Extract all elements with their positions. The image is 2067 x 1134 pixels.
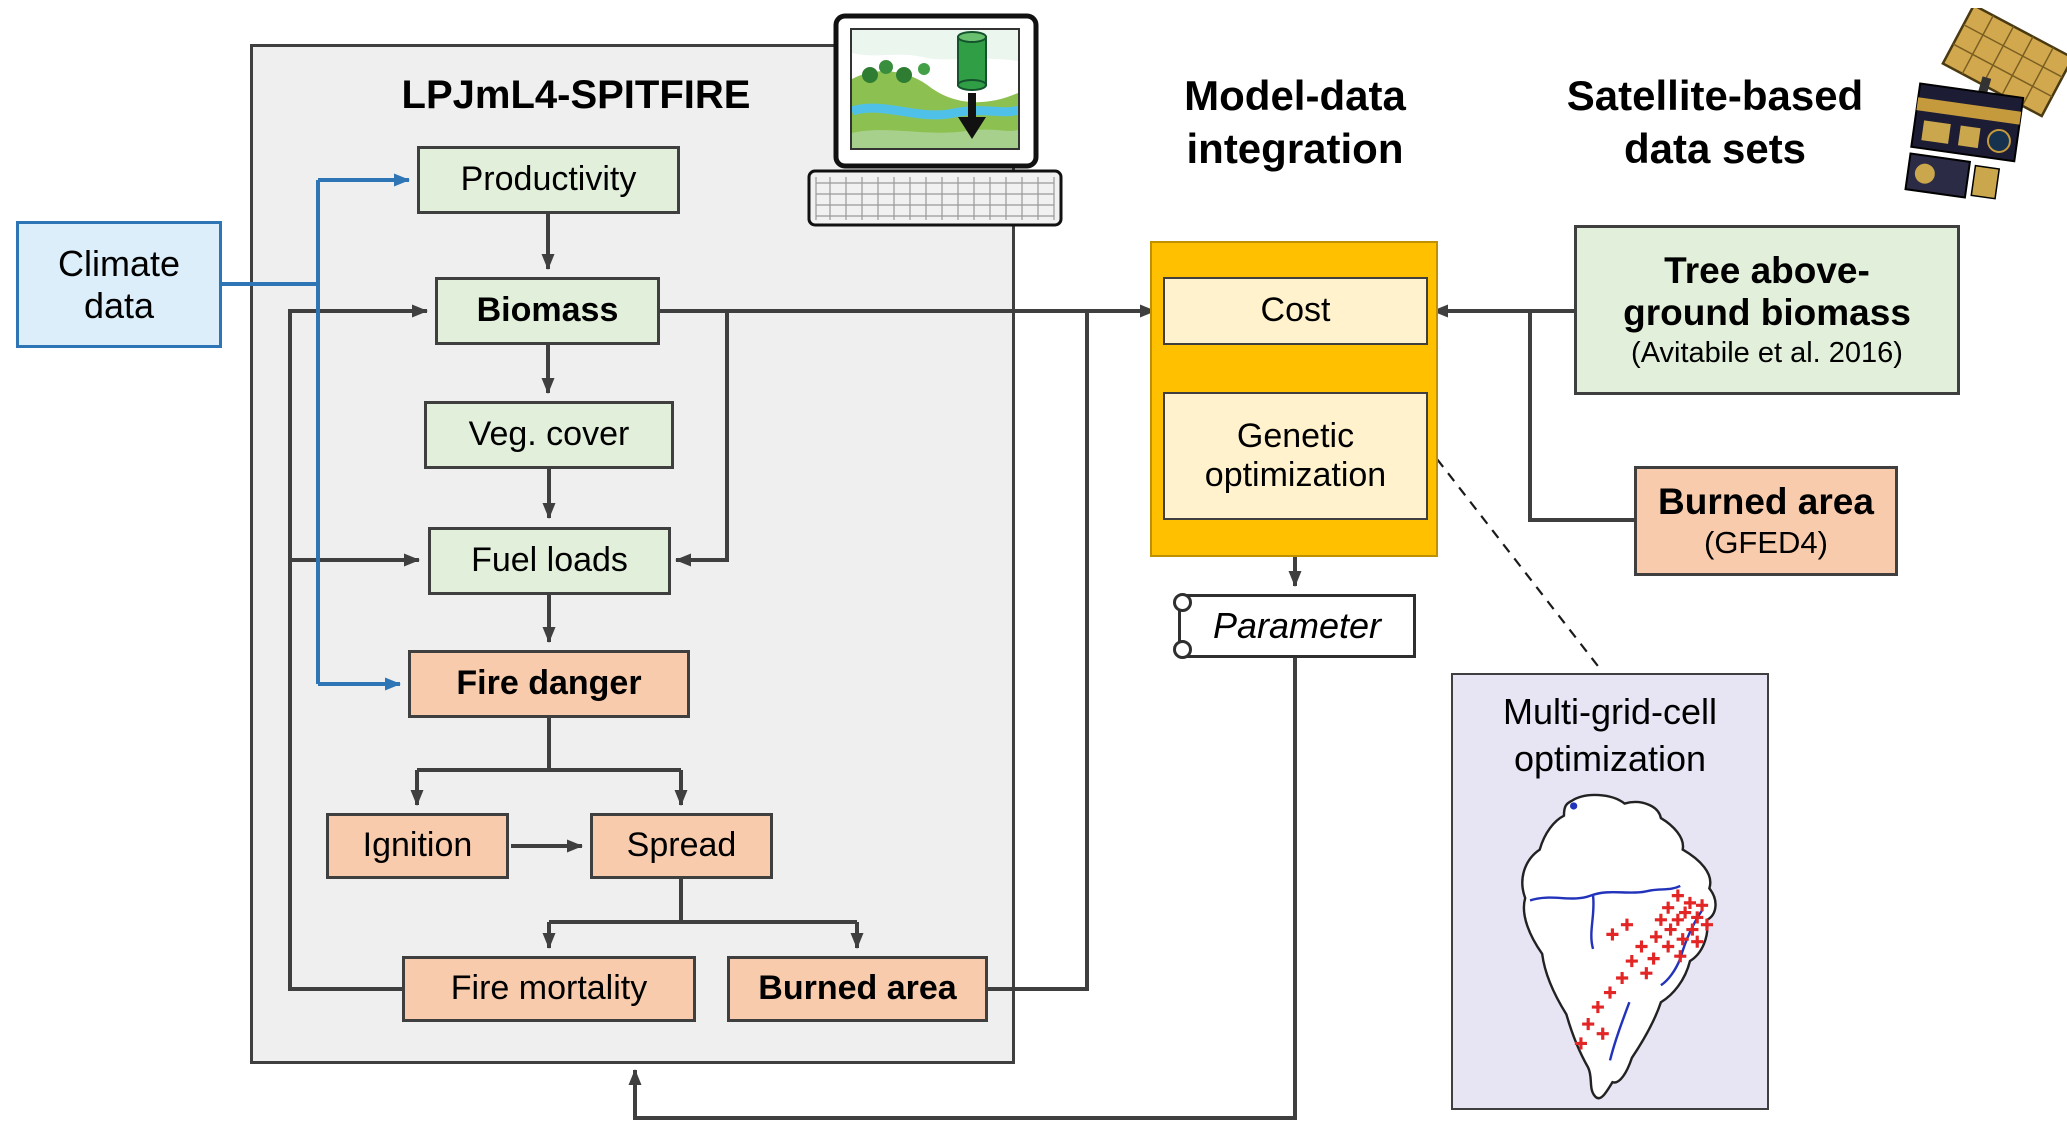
genetic-optimization-box: Genetic optimization <box>1163 392 1428 520</box>
satellite-heading-line1: Satellite-based <box>1566 72 1864 119</box>
satellite-heading-line2: data sets <box>1623 124 1807 172</box>
integration-heading-line1: Model-data <box>1184 72 1406 119</box>
satellite-heading: Satellite-based data sets <box>1540 70 1890 175</box>
cost-box: Cost <box>1163 277 1428 345</box>
integration-heading-line2: integration <box>1186 124 1404 172</box>
fire-danger-label: Fire danger <box>456 664 642 703</box>
gfed-burned-area-label: Burned area <box>1658 480 1874 522</box>
tree-biomass-line2: ground biomass <box>1623 292 1911 334</box>
gfed-burned-area-box: Burned area (GFED4) <box>1634 466 1898 576</box>
dashed-link-line <box>1436 458 1602 671</box>
model-burned-area-box: Burned area <box>727 956 988 1022</box>
fuel-loads-label: Fuel loads <box>471 541 628 580</box>
multigrid-box: Multi-grid-cell optimization <box>1451 673 1769 1110</box>
veg-cover-label: Veg. cover <box>468 415 630 454</box>
fire-danger-box: Fire danger <box>408 650 690 718</box>
tree-biomass-line1: Tree above- <box>1664 249 1870 291</box>
tree-biomass-box: Tree above- ground biomass (Avitabile et… <box>1574 225 1960 395</box>
biomass-box: Biomass <box>435 277 660 345</box>
genetic-optimization-label: Genetic optimization <box>1204 416 1387 494</box>
productivity-box: Productivity <box>417 146 680 214</box>
climate-data-label: Climate data <box>57 243 181 326</box>
productivity-label: Productivity <box>460 160 637 199</box>
multigrid-heading: Multi-grid-cell optimization <box>1453 689 1767 783</box>
fire-mortality-box: Fire mortality <box>402 956 696 1022</box>
computer-icon <box>806 13 1073 232</box>
lpjml-title: LPJmL4-SPITFIRE <box>401 73 751 117</box>
satellite-icon <box>1882 8 2067 252</box>
multigrid-heading-line1: Multi-grid-cell <box>1502 691 1718 732</box>
parameter-label: Parameter <box>1212 605 1382 646</box>
biomass-label: Biomass <box>476 291 619 330</box>
spread-label: Spread <box>626 826 737 865</box>
integration-heading: Model-data integration <box>1150 70 1440 175</box>
tree-biomass-source: (Avitabile et al. 2016) <box>1631 336 1903 369</box>
gfed-burned-area-source: (GFED4) <box>1704 525 1828 561</box>
cost-label: Cost <box>1260 291 1331 330</box>
parameter-scroll: Parameter <box>1173 593 1416 659</box>
south-america-map <box>1521 793 1717 1100</box>
spread-box: Spread <box>590 813 773 879</box>
fire-mortality-label: Fire mortality <box>450 969 648 1008</box>
river-lines <box>1529 884 1704 1061</box>
ignition-label: Ignition <box>362 826 473 865</box>
model-burned-area-label: Burned area <box>758 969 957 1008</box>
climate-data-box: Climate data <box>16 221 222 348</box>
multigrid-heading-line2: optimization <box>1513 737 1707 779</box>
fuel-loads-box: Fuel loads <box>428 527 671 595</box>
ignition-box: Ignition <box>326 813 509 879</box>
veg-cover-box: Veg. cover <box>424 401 674 469</box>
